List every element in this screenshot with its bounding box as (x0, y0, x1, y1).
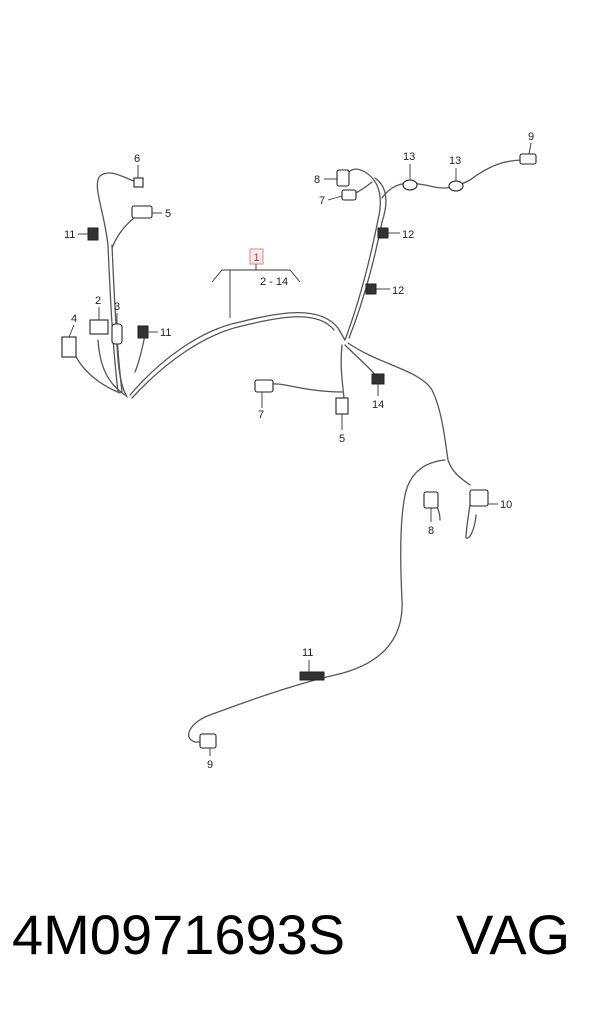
callout-8-top: 8 (314, 174, 320, 186)
connector-11-left-top (87, 227, 99, 241)
connector-4 (61, 336, 77, 358)
wiring-harness-diagram: 1 2 - 14 6 5 11 2 3 4 11 8 7 13 13 9 12 (61, 131, 537, 771)
clip-11-bottom (299, 671, 325, 681)
callout-3: 3 (114, 301, 120, 313)
connector-9-top (519, 153, 537, 165)
connector-8-top (336, 169, 350, 187)
connector-2 (89, 319, 109, 335)
connectors (61, 153, 537, 749)
callout-2: 2 (95, 295, 101, 307)
callout-13-a: 13 (403, 151, 415, 163)
connector-10 (469, 489, 489, 507)
connector-11-left-mid (137, 325, 149, 339)
grommet-13-a (402, 179, 418, 191)
callout-4: 4 (71, 313, 77, 325)
harness-wires (71, 159, 526, 743)
callout-11-bottom: 11 (302, 647, 313, 659)
callout-12-a: 12 (402, 229, 414, 241)
callout-range: 2 - 14 (260, 276, 288, 288)
connector-7-mid (254, 379, 274, 393)
callout-6: 6 (134, 153, 140, 165)
callout-9-bottom: 9 (207, 759, 213, 771)
connector-5-top (131, 205, 153, 219)
connector-6 (133, 177, 144, 188)
footer: 4M0971693S VAG (0, 885, 600, 985)
callout-12-b: 12 (392, 285, 404, 297)
main-callout: 1 2 - 14 (211, 248, 301, 318)
connector-8-right (423, 491, 439, 509)
callout-11-left-mid: 11 (160, 327, 171, 339)
part-number: 4M0971693S (12, 903, 346, 966)
callout-5-mid: 5 (339, 433, 345, 445)
callout-11-left-top: 11 (64, 229, 75, 241)
connector-3 (111, 323, 123, 345)
callout-7-top: 7 (319, 195, 325, 207)
connector-5-mid (335, 397, 349, 415)
brand-name: VAG (456, 903, 571, 966)
callout-10: 10 (500, 499, 512, 511)
callout-1: 1 (253, 252, 259, 264)
connector-7-top (341, 189, 357, 201)
callout-13-b: 13 (449, 155, 461, 167)
callout-14: 14 (372, 399, 384, 411)
clip-14 (371, 373, 385, 385)
callout-8-right: 8 (428, 525, 434, 537)
callout-5-top: 5 (165, 208, 171, 220)
clip-12-a (377, 227, 389, 239)
callout-labels: 6 5 11 2 3 4 11 8 7 13 13 9 12 12 7 5 14 (64, 131, 534, 771)
connector-9-bottom (199, 733, 217, 749)
callout-7-mid: 7 (258, 409, 264, 421)
callout-box-1 (249, 248, 264, 265)
grommet-13-b (448, 180, 464, 192)
callout-9-top: 9 (528, 131, 534, 143)
clip-12-b (365, 283, 377, 295)
